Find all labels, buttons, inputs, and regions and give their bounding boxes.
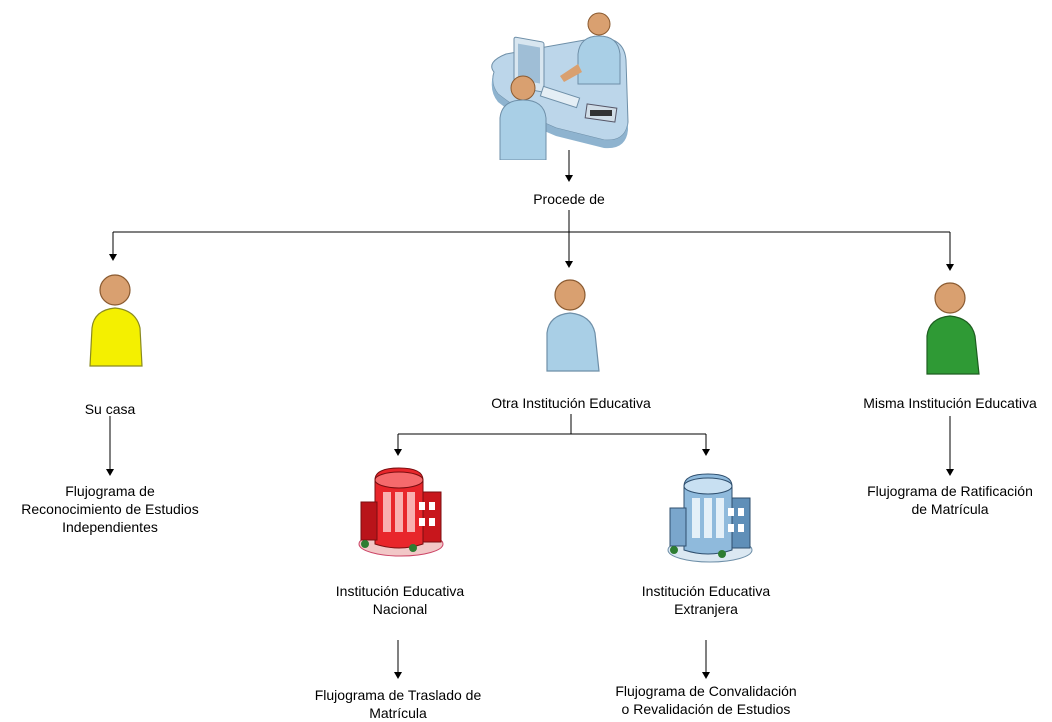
building-red-icon xyxy=(358,467,444,557)
national-line1: Institución Educativa xyxy=(335,583,465,599)
person-green-icon xyxy=(926,282,980,375)
building-blue-icon xyxy=(667,473,753,563)
flow-transfer-line1: Flujograma de Traslado de xyxy=(314,687,482,703)
institucion-nacional-label: Institución Educativa Nacional xyxy=(300,582,500,618)
flujograma-convalidacion-label: Flujograma de Convalidación o Revalidaci… xyxy=(591,682,821,718)
flow-validation-line2: o Revalidación de Estudios xyxy=(621,701,791,717)
otra-institucion-label: Otra Institución Educativa xyxy=(491,395,651,411)
su-casa-label: Su casa xyxy=(84,401,136,417)
institucion-extranjera-label: Institución Educativa Extranjera xyxy=(606,582,806,618)
flow-transfer-line2: Matrícula xyxy=(369,705,427,721)
misma-institucion-label: Misma Institución Educativa xyxy=(863,395,1037,411)
flow-independent-line3: Independientes xyxy=(62,519,158,535)
flujograma-reconocimiento-label: Flujograma de Reconocimiento de Estudios… xyxy=(20,482,200,536)
flow-ratification-line2: de Matrícula xyxy=(911,501,989,517)
office-desk-icon xyxy=(491,12,629,160)
foreign-line2: Extranjera xyxy=(674,601,738,617)
foreign-line1: Institución Educativa xyxy=(641,583,771,599)
flujograma-traslado-label: Flujograma de Traslado de Matrícula xyxy=(293,686,503,722)
flow-independent-line1: Flujograma de xyxy=(65,483,155,499)
flow-ratification-line1: Flujograma de Ratificación xyxy=(867,483,1033,499)
flow-independent-line2: Reconocimiento de Estudios xyxy=(21,501,199,517)
person-yellow-icon xyxy=(89,274,143,367)
national-line2: Nacional xyxy=(372,601,428,617)
flow-validation-line1: Flujograma de Convalidación xyxy=(615,683,797,699)
procede-de-label: Procede de xyxy=(533,191,605,207)
flujograma-ratificacion-label: Flujograma de Ratificación de Matrícula xyxy=(850,482,1050,518)
person-blue-icon xyxy=(546,279,600,372)
